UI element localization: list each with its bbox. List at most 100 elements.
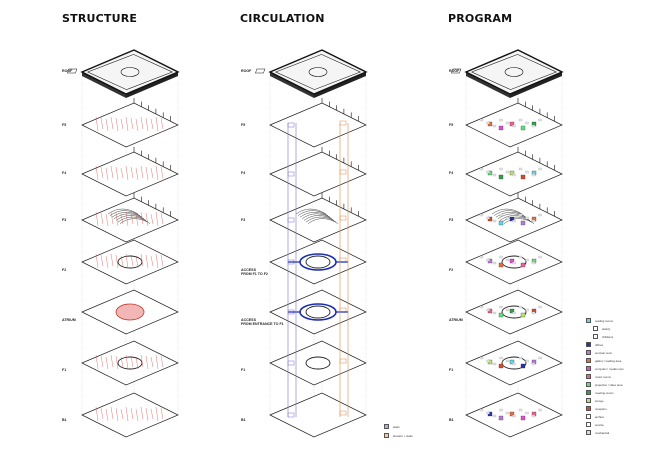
structure-member: [150, 408, 154, 420]
structure-member: [155, 354, 159, 370]
circulation-label-b1: B1: [241, 418, 246, 422]
slab-col2-floor4: [465, 239, 563, 285]
program-furniture: [525, 216, 529, 220]
structure-member: [140, 165, 144, 179]
slab-col2-floor0: [451, 49, 564, 98]
program-furniture: [492, 362, 497, 366]
program-label-f1: F1: [449, 368, 454, 372]
offices-label: offices: [595, 342, 604, 347]
program-furniture: [525, 170, 529, 174]
slab-col0-floor6: [81, 340, 179, 386]
program-marker: [498, 262, 504, 268]
program-furniture: [486, 411, 490, 415]
program-furniture: [525, 258, 529, 262]
wave-surface-line: [299, 211, 331, 218]
roof-parapet: [274, 54, 362, 90]
slab-col1-floor5: [269, 289, 367, 335]
seminar-room-swatch: [586, 350, 591, 355]
mechanical-swatch: [586, 430, 591, 435]
stairs-legend-label: stairs: [393, 424, 400, 429]
structure-member: [160, 166, 164, 179]
wave-surface-line: [503, 218, 535, 224]
structure-member: [150, 167, 154, 179]
program-furniture: [492, 124, 497, 128]
wave-surface-line: [111, 211, 143, 218]
wave-surface-line: [305, 216, 337, 223]
structure-member: [125, 253, 129, 269]
reading-rooms-label: reading rooms: [595, 318, 613, 323]
program-furniture: [492, 219, 497, 223]
legend-lounge: lounge: [586, 398, 646, 405]
structure-member: [110, 116, 114, 130]
program-furniture: [505, 121, 510, 125]
structure-label-f5: F5: [62, 123, 67, 127]
program-furniture: [512, 173, 516, 177]
program-furniture: [512, 414, 516, 418]
program-furniture: [486, 216, 490, 220]
stairs-swatch: [384, 424, 389, 429]
structure-member: [95, 406, 99, 422]
program-label-f5: F5: [449, 123, 454, 127]
program-furniture: [486, 359, 490, 363]
structure-member: [155, 165, 159, 181]
program-label-roof: ROOF: [449, 69, 460, 73]
seminar-room-label: seminar room: [595, 350, 613, 355]
structure-member: [145, 254, 149, 269]
structure-member: [145, 355, 149, 370]
roof-edge-right: [126, 72, 178, 98]
slab-col0-floor5: [81, 289, 179, 335]
gallery-label: gallery / reading area: [595, 358, 622, 363]
roof-parapet: [470, 54, 558, 90]
structure-member: [130, 407, 134, 420]
program-furniture: [492, 261, 497, 265]
structure-member: [150, 255, 154, 267]
reception-label: reception: [595, 406, 607, 411]
music-rooms-swatch: [586, 374, 591, 379]
service-icon: [586, 422, 591, 427]
circulation-column-title: CIRCULATION: [240, 12, 325, 25]
structure-member: [105, 167, 109, 181]
structure-member: [110, 354, 114, 368]
legend-reception: reception: [586, 406, 646, 413]
structure-member: [100, 166, 104, 179]
structure-member: [110, 253, 114, 267]
floor-slab: [269, 289, 367, 335]
floor-slab: [269, 392, 367, 438]
structure-member: [105, 408, 109, 422]
circulation-label-access-entrance-f1: ACCESS FROM ENTRANCE TO F1: [241, 318, 284, 327]
legend-projection: projection / video area: [586, 382, 646, 389]
structure-member: [155, 253, 159, 269]
structure-member: [145, 166, 149, 181]
structure-member: [130, 166, 134, 179]
program-marker: [520, 125, 526, 131]
program-furniture: [538, 305, 542, 309]
service-label: service: [595, 422, 604, 427]
elevator-legend-label: elevator + stairs: [393, 433, 413, 438]
program-furniture: [531, 261, 536, 265]
structure-member: [110, 165, 114, 179]
structure-member: [105, 356, 109, 370]
program-column-title: PROGRAM: [448, 12, 513, 25]
slab-col0-floor4: [81, 239, 179, 285]
program-furniture: [499, 408, 503, 412]
program-furniture: [538, 213, 542, 217]
atrium-opening: [501, 356, 527, 370]
structure-member: [130, 212, 134, 225]
structure-member: [145, 212, 149, 227]
program-furniture: [538, 167, 542, 171]
program-furniture: [531, 219, 536, 223]
structure-member: [160, 212, 164, 225]
structure-member: [110, 406, 114, 420]
legend-meeting-rooms: meeting rooms: [586, 390, 646, 397]
program-marker: [509, 216, 515, 222]
legend-childrens: childrens: [593, 334, 645, 341]
atrium-structure: [115, 303, 145, 321]
structure-member: [140, 211, 144, 225]
structure-label-f1: F1: [62, 368, 67, 372]
structure-member: [95, 253, 99, 269]
roof-hatch: [255, 68, 266, 74]
structure-label-atrium: ATRIUM: [62, 318, 76, 322]
structure-member: [120, 255, 124, 267]
program-furniture: [512, 124, 516, 128]
